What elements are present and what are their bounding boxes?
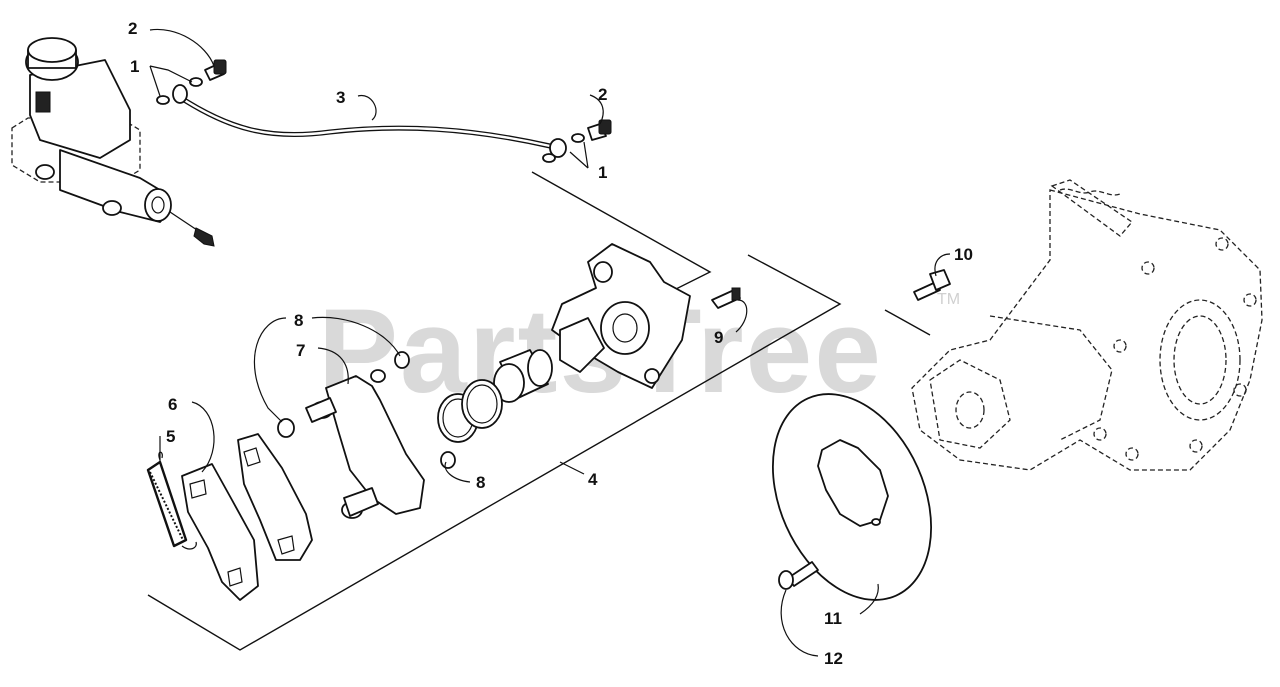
callout-9: 9: [714, 328, 723, 347]
caliper-bracket: [305, 369, 425, 519]
leader-lines: [149, 28, 951, 657]
master-cylinder: [11, 37, 215, 247]
disc-screw: [778, 561, 819, 590]
pad-spring: [146, 451, 197, 550]
callout-3: 3: [336, 88, 345, 107]
callout-7: 7: [296, 341, 305, 360]
callout-2: 2: [598, 85, 607, 104]
trademark-mark: TM: [937, 291, 960, 308]
housing-bolt: [913, 269, 951, 301]
callout-8: 8: [476, 473, 485, 492]
drive-housing: [911, 179, 1263, 471]
brake-disc: [772, 393, 932, 601]
callout-8: 8: [294, 311, 303, 330]
piston-seals: [437, 379, 503, 443]
callout-6: 6: [168, 395, 177, 414]
o-rings: [277, 351, 456, 469]
callouts: 2 1 3 2 1 8 7 9 6 5 8 4 10 11 12: [128, 19, 973, 668]
callout-1: 1: [598, 163, 607, 182]
brake-pads: [181, 433, 313, 601]
callout-4: 4: [588, 470, 598, 489]
callout-1: 1: [130, 57, 139, 76]
bleeder-valve: [711, 287, 741, 309]
caliper-piston: [493, 349, 553, 403]
callout-11: 11: [824, 609, 842, 628]
callout-2: 2: [128, 19, 137, 38]
brake-caliper: [551, 243, 691, 389]
callout-10: 10: [954, 245, 973, 264]
brake-hose: [156, 59, 612, 163]
callout-12: 12: [824, 649, 843, 668]
callout-5: 5: [166, 427, 175, 446]
